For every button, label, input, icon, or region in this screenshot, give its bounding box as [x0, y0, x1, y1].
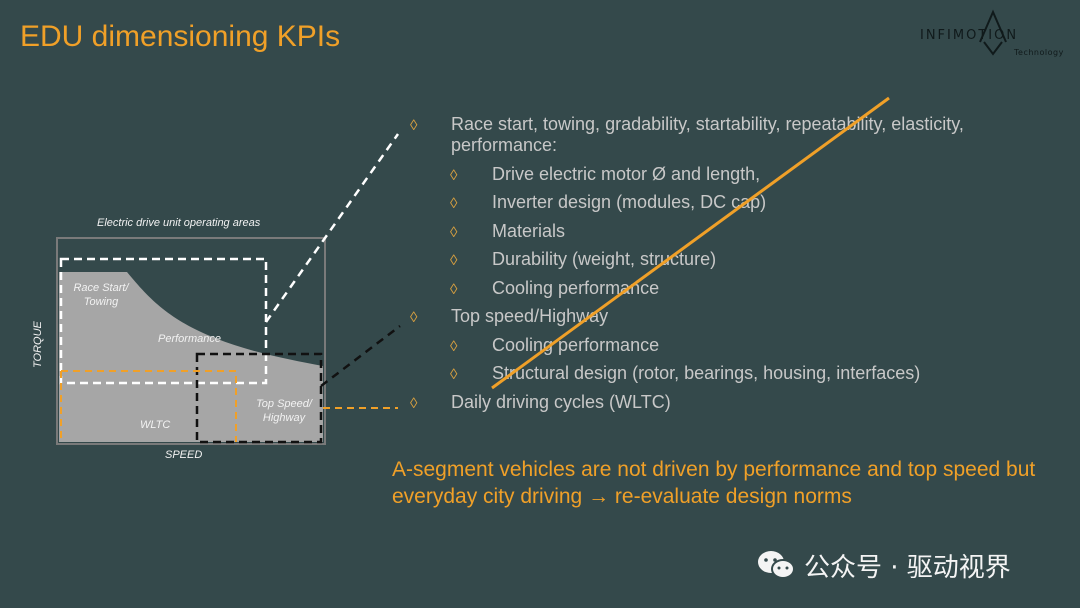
- performance-label: Performance: [158, 333, 221, 345]
- bullet-item: ◊ Cooling performance: [400, 335, 1060, 356]
- bullet-text: Race start, towing, gradability, startab…: [451, 114, 964, 155]
- bullet-marker-icon: ◊: [450, 280, 458, 298]
- top-speed-region: [195, 352, 323, 444]
- bullet-text: Inverter design (modules, DC cap): [492, 192, 767, 212]
- wechat-icon: [756, 549, 796, 581]
- bullet-marker-icon: ◊: [450, 252, 458, 269]
- bullet-text: Structural design (rotor, bearings, hous…: [492, 363, 921, 383]
- bullet-item: ◊ Drive electric motor Ø and length,: [400, 164, 1060, 185]
- bullet-text: Cooling performance: [492, 334, 660, 355]
- race-start-label: Race Start/ Towing: [73, 282, 129, 308]
- diagram-heading: Electric drive unit operating areas: [97, 217, 261, 229]
- operating-envelope: [59, 272, 323, 442]
- top-speed-label: Top Speed/ Highway: [256, 398, 312, 424]
- conclusion-note: A-segment vehicles are not driven by per…: [392, 458, 1036, 508]
- bullet-item: ◊ Top speed/Highway: [400, 306, 1060, 327]
- top-speed-connector-line: [320, 325, 401, 387]
- bullet-text: Drive electric motor Ø and length,: [492, 163, 761, 184]
- slide-title: EDU dimensioning KPIs: [20, 20, 341, 53]
- bullet-item: ◊ Daily driving cycles (WLTC): [400, 392, 1060, 413]
- bullet-item: ◊ Durability (weight, structure): [400, 249, 1060, 270]
- torque-axis-label: TORQUE: [32, 321, 44, 368]
- speed-axis-label: SPEED: [165, 449, 203, 461]
- bullet-marker-icon: ◊: [450, 195, 458, 212]
- logo-subtext: Technology: [1014, 48, 1064, 57]
- bullet-text: Durability (weight, structure): [492, 249, 717, 269]
- watermark-text: 公众号 · 驱动视界: [804, 552, 1011, 583]
- watermark: 公众号 · 驱动视界: [756, 546, 1011, 584]
- bullet-item: ◊ Materials: [400, 221, 1060, 242]
- company-logo: INFIMOTION Technology: [918, 8, 1068, 60]
- bullet-text: Top speed/Highway: [451, 306, 609, 326]
- logo-chevron-icon: [979, 9, 1007, 56]
- race-connector-line: [264, 133, 400, 323]
- bullet-marker-icon: ◊: [410, 117, 418, 134]
- wltc-label: WLTC: [140, 419, 171, 431]
- bullet-marker-icon: ◊: [450, 366, 458, 383]
- bullet-marker-icon: ◊: [450, 223, 458, 241]
- bullet-marker-icon: ◊: [410, 309, 418, 326]
- bullet-item: ◊ Inverter design (modules, DC cap): [400, 192, 1060, 213]
- bullet-item: ◊ Structural design (rotor, bearings, hou…: [400, 363, 1060, 384]
- bullet-marker-icon: ◊: [410, 394, 418, 412]
- logo-wordmark: INFIMOTION: [920, 28, 1019, 43]
- bullet-marker-icon: ◊: [450, 337, 458, 355]
- kpi-bullet-list: ◊ Race start, towing, gradability, starta…: [400, 114, 1060, 420]
- bullet-marker-icon: ◊: [450, 166, 458, 184]
- bullet-item: ◊ Race start, towing, gradability, starta…: [400, 114, 1060, 156]
- bullet-text: Daily driving cycles (WLTC): [451, 391, 671, 412]
- wltc-region: [61, 370, 237, 442]
- bullet-item: ◊ Cooling performance: [400, 278, 1060, 299]
- bullet-text: Cooling performance: [492, 277, 660, 298]
- bullet-text: Materials: [492, 220, 566, 241]
